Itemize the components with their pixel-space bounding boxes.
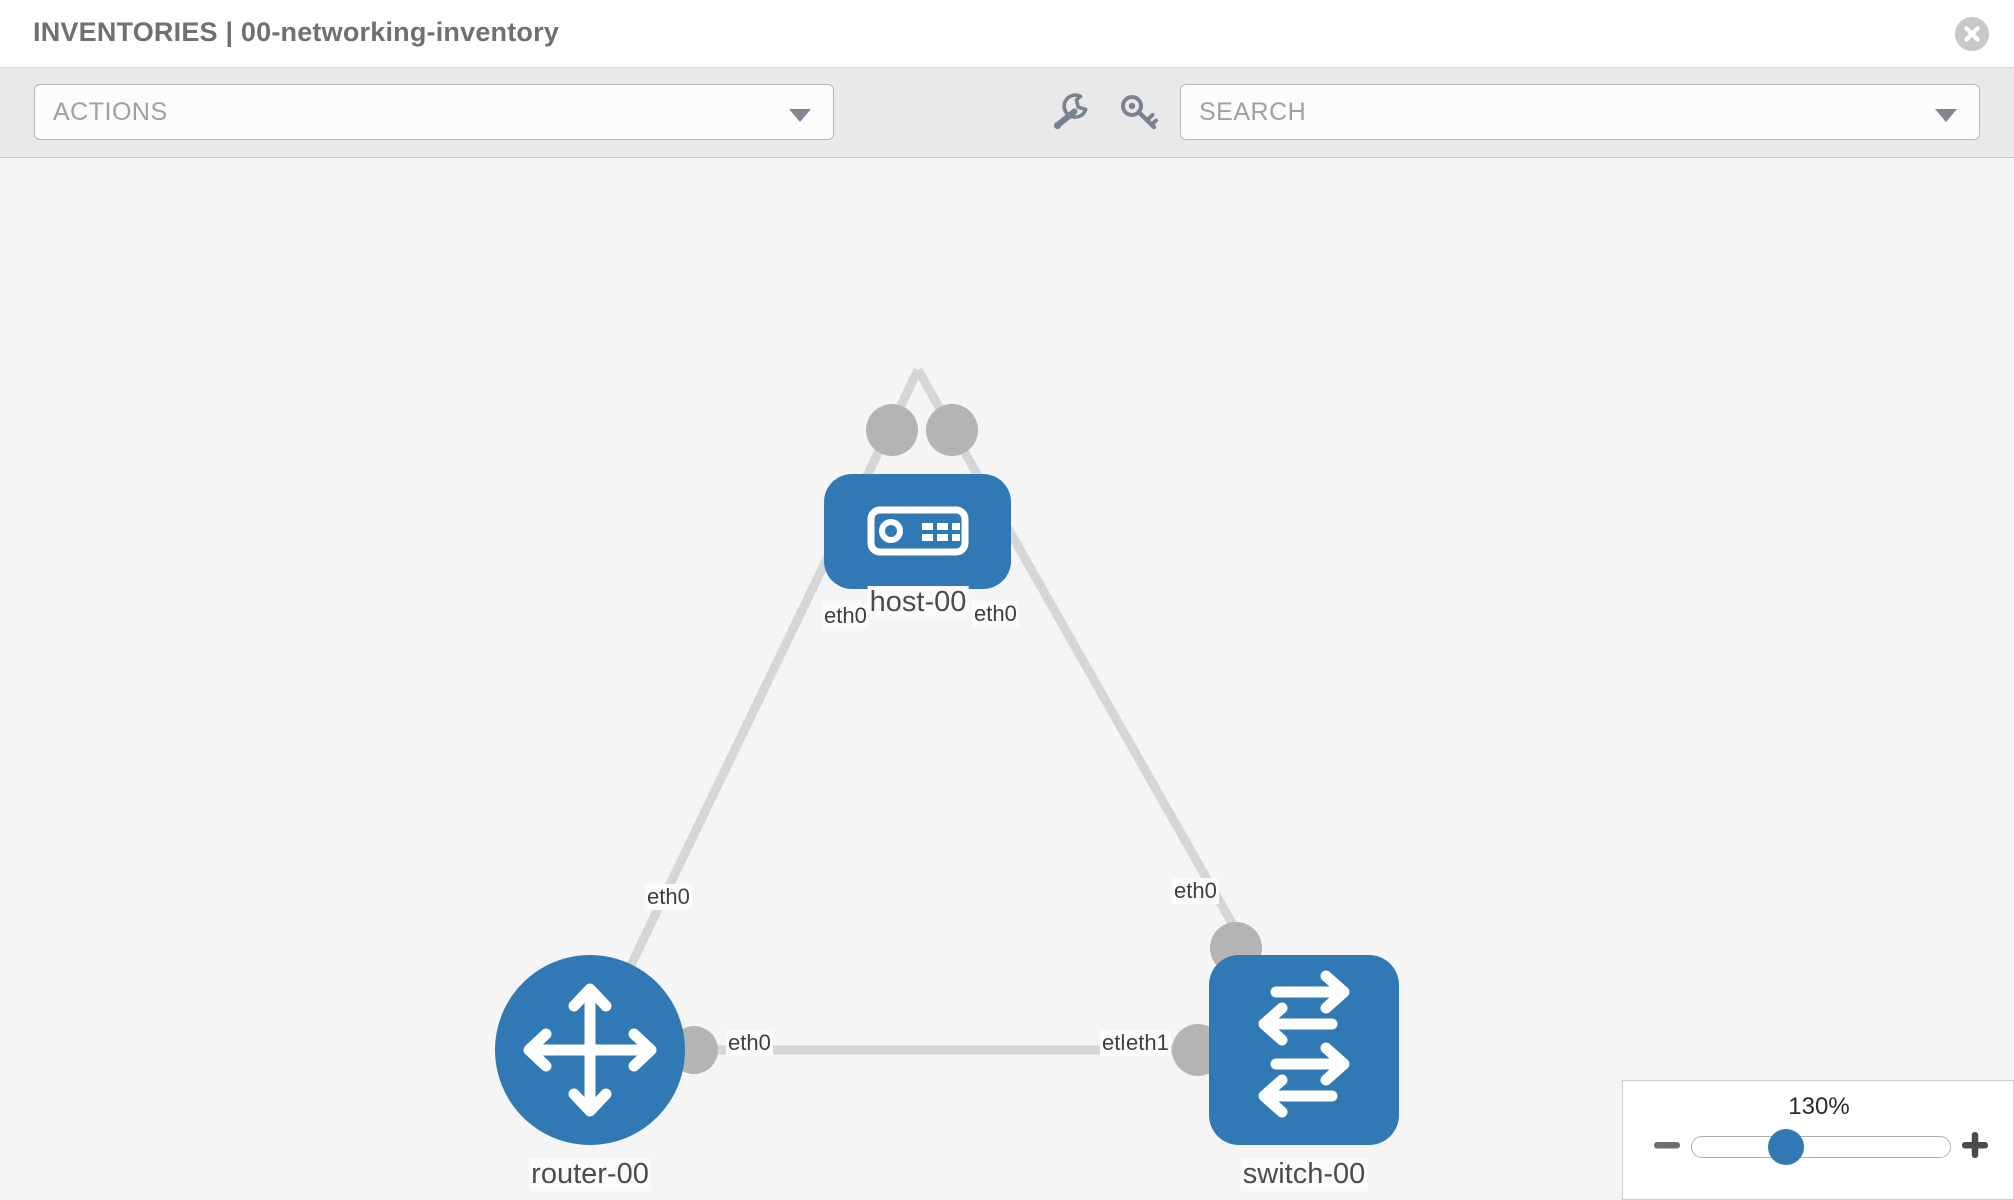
topology-canvas[interactable]: host-00 router-00 switch-00 eth0 eth0 et…: [0, 158, 2014, 1200]
minus-icon[interactable]: [1651, 1129, 1683, 1161]
search-input[interactable]: SEARCH: [1180, 84, 1980, 140]
plus-icon[interactable]: [1959, 1129, 1991, 1161]
node-switch-00: [1209, 955, 1399, 1145]
iface-label-router00-eth0-right: eth0: [726, 1030, 773, 1056]
chevron-down-icon[interactable]: [1935, 109, 1957, 122]
connector-host00-eth0-left: [866, 404, 918, 456]
switch-arrows-icon: [1258, 970, 1350, 1118]
actions-dropdown-label: ACTIONS: [53, 98, 168, 126]
node-router-00: [495, 955, 685, 1145]
node-label-router-00: router-00: [529, 1158, 651, 1191]
page-header: INVENTORIES | 00-networking-inventory: [0, 0, 2014, 68]
connector-host00-eth0-right: [926, 404, 978, 456]
key-icon[interactable]: [1116, 88, 1164, 136]
iface-label-router00-eth0-up: eth0: [645, 884, 692, 910]
iface-label-host00-eth0-left: eth0: [822, 603, 869, 629]
router-arrows-icon: [523, 983, 657, 1117]
page-title: INVENTORIES | 00-networking-inventory: [33, 17, 560, 47]
iface-label-switch00-eth1-left: eth1: [1124, 1030, 1171, 1056]
chevron-down-icon: [789, 109, 811, 122]
iface-label-switch00-eth0-up: eth0: [1172, 878, 1219, 904]
actions-dropdown[interactable]: ACTIONS: [34, 84, 834, 140]
zoom-level-value: 130%: [1788, 1093, 1850, 1120]
node-label-switch-00: switch-00: [1240, 1158, 1368, 1191]
iface-label-host00-eth0-right: eth0: [972, 601, 1019, 627]
search-placeholder: SEARCH: [1199, 98, 1307, 126]
link-host00-router00: [585, 368, 923, 1052]
server-device-icon: [867, 506, 969, 556]
toolbar: ACTIONS SEARCH: [0, 68, 2014, 158]
close-icon[interactable]: [1955, 17, 1989, 51]
wrench-icon[interactable]: [1046, 88, 1094, 136]
zoom-slider-thumb[interactable]: [1768, 1129, 1804, 1165]
topology-links: [585, 367, 1308, 1055]
node-host-00: [824, 474, 1011, 589]
topology-graph: [495, 367, 1399, 1145]
zoom-control-panel: 130%: [1622, 1080, 2014, 1200]
node-label-host-00: host-00: [867, 586, 969, 619]
zoom-slider[interactable]: [1691, 1136, 1951, 1158]
